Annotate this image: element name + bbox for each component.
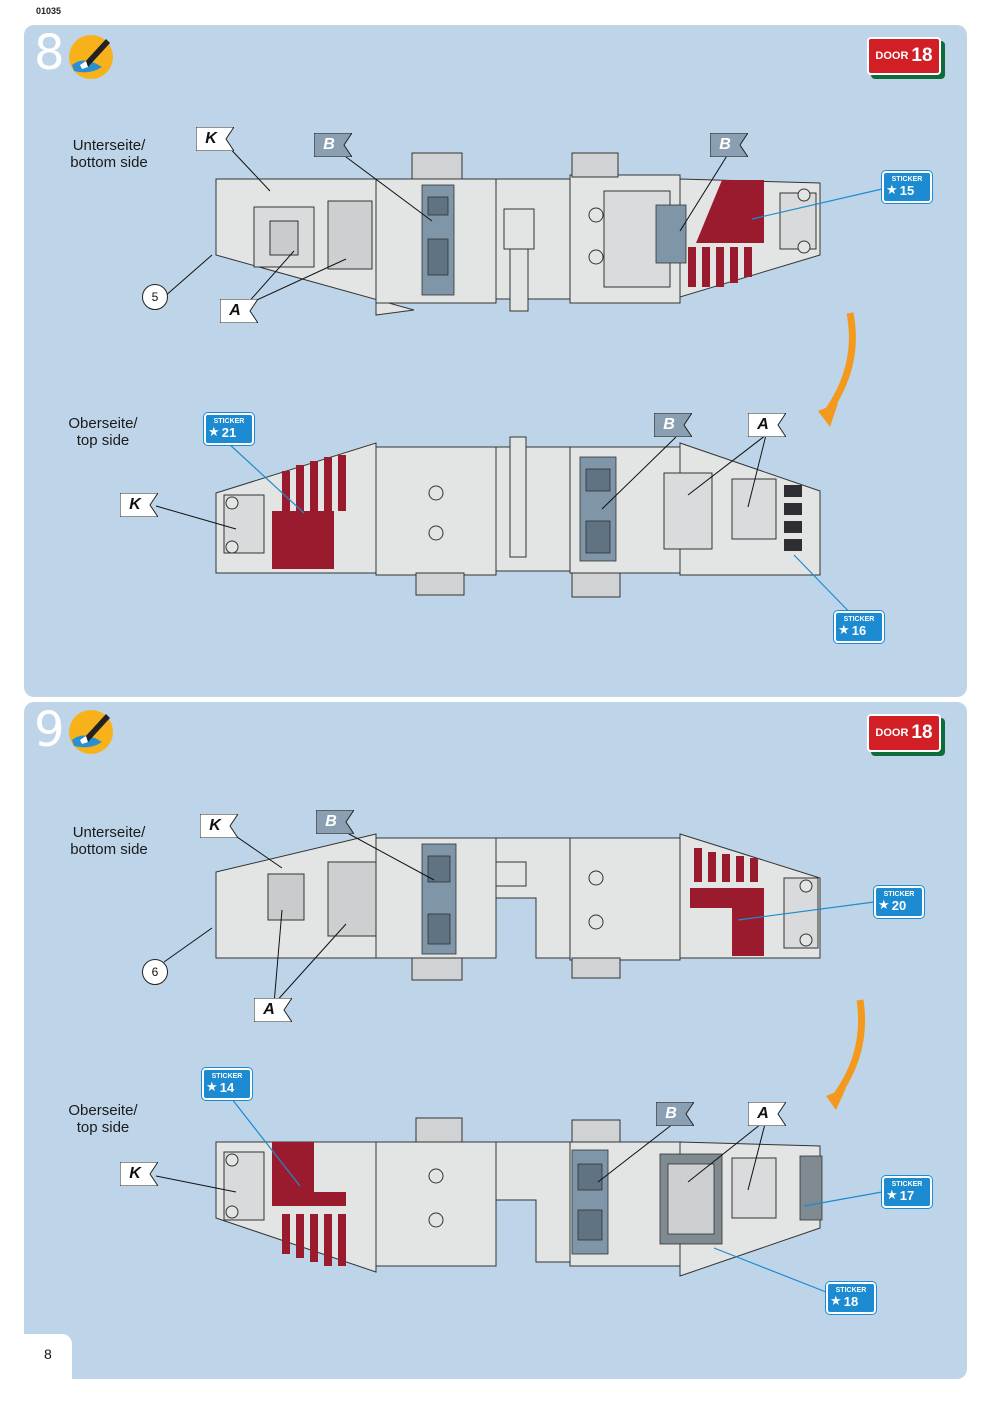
flag-label: A: [757, 1105, 769, 1122]
spring-part-9: [421, 843, 457, 955]
callout-number: 6: [142, 959, 168, 985]
step-8-illustration: [69, 35, 883, 622]
flag-label: A: [757, 416, 769, 433]
flag-label: B: [665, 1105, 677, 1122]
page-number: 8: [44, 1346, 52, 1362]
flag-label: K: [129, 1165, 141, 1182]
step-panel-8: 8 Unterseite/ bottom side Oberseite/ top…: [24, 25, 967, 697]
step-number: 9: [34, 702, 65, 758]
step-panel-9: 9 Unterseite/ bottom side Oberseite/ top…: [24, 702, 967, 1379]
red-decal-9-top: [272, 1142, 346, 1266]
product-code: 01035: [36, 6, 62, 16]
bottom-side-label: Unterseite/ bottom side: [70, 137, 148, 171]
door-word: DOOR: [875, 727, 909, 739]
sticker-number: 16: [851, 623, 867, 638]
part-flag-a: A: [748, 413, 786, 437]
part-flag-b: B: [316, 810, 354, 834]
door-badge: DOOR 18: [867, 714, 945, 754]
paint-icon: [69, 710, 113, 754]
sticker-word: STICKER: [213, 418, 245, 425]
star-icon: ★: [208, 424, 220, 439]
sticker-number: 14: [219, 1080, 235, 1095]
step-9-illustration: [69, 710, 883, 1293]
flag-label: B: [663, 416, 675, 433]
flag-label: B: [323, 136, 335, 153]
red-decal-9-bottom: [690, 848, 764, 956]
sticker-number: 18: [843, 1294, 859, 1309]
sticker-word: STICKER: [843, 616, 875, 623]
part-flag-b: B: [710, 133, 748, 157]
callout-number: 5: [142, 284, 168, 310]
red-decal-8-top: [272, 455, 346, 569]
sticker-word: STICKER: [891, 176, 923, 183]
part-flag-k: K: [200, 814, 238, 838]
sticker-word: STICKER: [835, 1287, 867, 1294]
sticker-badge: STICKER ★ 21: [204, 413, 254, 445]
star-icon: ★: [886, 182, 898, 197]
star-icon: ★: [878, 897, 890, 912]
door-word: DOOR: [875, 50, 909, 62]
dark-stripes-8: [784, 485, 802, 551]
red-decal-8-bottom: [688, 180, 764, 287]
top-side-label: Oberseite/ top side: [68, 415, 138, 449]
star-icon: ★: [838, 622, 850, 637]
hull-top-8: [215, 436, 821, 598]
star-icon: ★: [886, 1187, 898, 1202]
flag-label: K: [205, 130, 217, 147]
sticker-word: STICKER: [883, 891, 915, 898]
flag-label: A: [263, 1001, 275, 1018]
sticker-number: 20: [891, 898, 907, 913]
part-flag-b: B: [656, 1102, 694, 1126]
spring-part-8: [421, 184, 687, 296]
top-side-label: Oberseite/ top side: [68, 1102, 138, 1136]
spring-part-top-8: [579, 456, 617, 562]
sticker-badge: STICKER ★ 20: [874, 886, 924, 918]
sticker-number: 21: [221, 425, 237, 440]
sticker-badge: STICKER ★ 17: [882, 1176, 932, 1208]
part-flag-k: K: [120, 493, 158, 517]
part-flag-k: K: [120, 1162, 158, 1186]
part-flag-b: B: [314, 133, 352, 157]
flag-label: B: [325, 813, 337, 830]
star-icon: ★: [830, 1293, 842, 1308]
sticker-number: 15: [899, 183, 915, 198]
sticker-number: 17: [899, 1188, 915, 1203]
step-number: 8: [34, 25, 65, 81]
part-flag-a: A: [220, 299, 258, 323]
door-badge: DOOR 18: [867, 37, 945, 77]
spring-part-top-9: [571, 1149, 823, 1255]
door-number: 18: [911, 45, 933, 66]
flag-label: K: [129, 496, 141, 513]
sticker-badge: STICKER ★ 15: [882, 171, 932, 203]
part-flag-a: A: [748, 1102, 786, 1126]
sticker-badge: STICKER ★ 14: [202, 1068, 252, 1100]
star-icon: ★: [206, 1079, 218, 1094]
part-flag-b: B: [654, 413, 692, 437]
sticker-word: STICKER: [211, 1073, 243, 1080]
flag-label: A: [229, 302, 241, 319]
flag-label: K: [209, 817, 221, 834]
part-flag-k: K: [196, 127, 234, 151]
sticker-word: STICKER: [891, 1181, 923, 1188]
part-flag-a: A: [254, 998, 292, 1022]
paint-icon: [69, 35, 113, 79]
door-number: 18: [911, 722, 933, 743]
sticker-badge: STICKER ★ 18: [826, 1282, 876, 1314]
bottom-side-label: Unterseite/ bottom side: [70, 824, 148, 858]
sticker-badge: STICKER ★ 16: [834, 611, 884, 643]
hull-bottom-8: [215, 152, 821, 316]
flag-label: B: [719, 136, 731, 153]
page-tab: [24, 1334, 72, 1379]
